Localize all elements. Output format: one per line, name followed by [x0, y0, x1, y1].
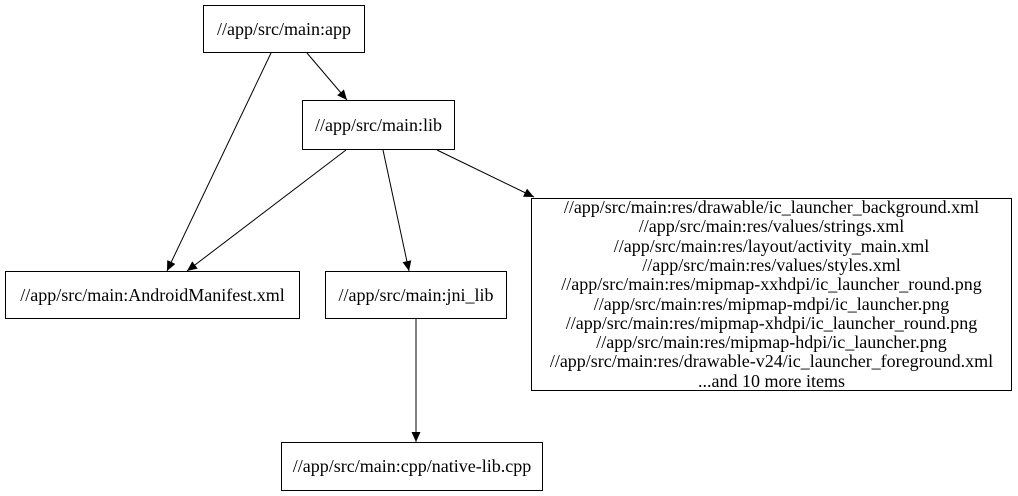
res-group-line: //app/src/main:res/drawable-v24/ic_launc…: [549, 351, 994, 372]
res-group-line: //app/src/main:res/mipmap-hdpi/ic_launch…: [596, 332, 947, 353]
res-group-line: //app/src/main:res/mipmap-xhdpi/ic_launc…: [565, 312, 978, 333]
node-jni-lib: //app/src/main:jni_lib: [325, 271, 507, 319]
res-group-more-items: ...and 10 more items: [698, 370, 845, 391]
res-group-line: //app/src/main:res/values/strings.xml: [638, 216, 905, 237]
res-group-line: //app/src/main:res/layout/activity_main.…: [613, 235, 930, 256]
node-android-manifest: //app/src/main:AndroidManifest.xml: [5, 271, 300, 319]
node-native-lib-label: //app/src/main:cpp/native-lib.cpp: [292, 456, 532, 476]
node-app: //app/src/main:app: [203, 5, 365, 53]
res-group-line: //app/src/main:res/values/styles.xml: [642, 254, 901, 275]
res-group-line: //app/src/main:res/mipmap-mdpi/ic_launch…: [593, 293, 950, 314]
node-lib-label: //app/src/main:lib: [315, 114, 442, 135]
edge-lib-to-res-group: [436, 149, 535, 198]
node-app-label: //app/src/main:app: [217, 18, 351, 39]
node-lib: //app/src/main:lib: [302, 100, 455, 150]
res-group-line: //app/src/main:res/mipmap-xxhdpi/ic_laun…: [561, 274, 982, 295]
edge-lib-to-jni-lib: [382, 149, 412, 272]
node-native-lib: //app/src/main:cpp/native-lib.cpp: [281, 442, 543, 491]
edge-app-to-android-manifest: [166, 52, 272, 272]
res-group-line: //app/src/main:res/drawable/ic_launcher_…: [563, 197, 980, 218]
edge-app-to-lib: [306, 52, 348, 101]
edge-lib-to-android-manifest: [186, 149, 347, 272]
node-jni-lib-label: //app/src/main:jni_lib: [338, 284, 494, 305]
node-res-group: //app/src/main:res/drawable/ic_launcher_…: [531, 197, 1012, 391]
node-android-manifest-label: //app/src/main:AndroidManifest.xml: [20, 284, 285, 305]
